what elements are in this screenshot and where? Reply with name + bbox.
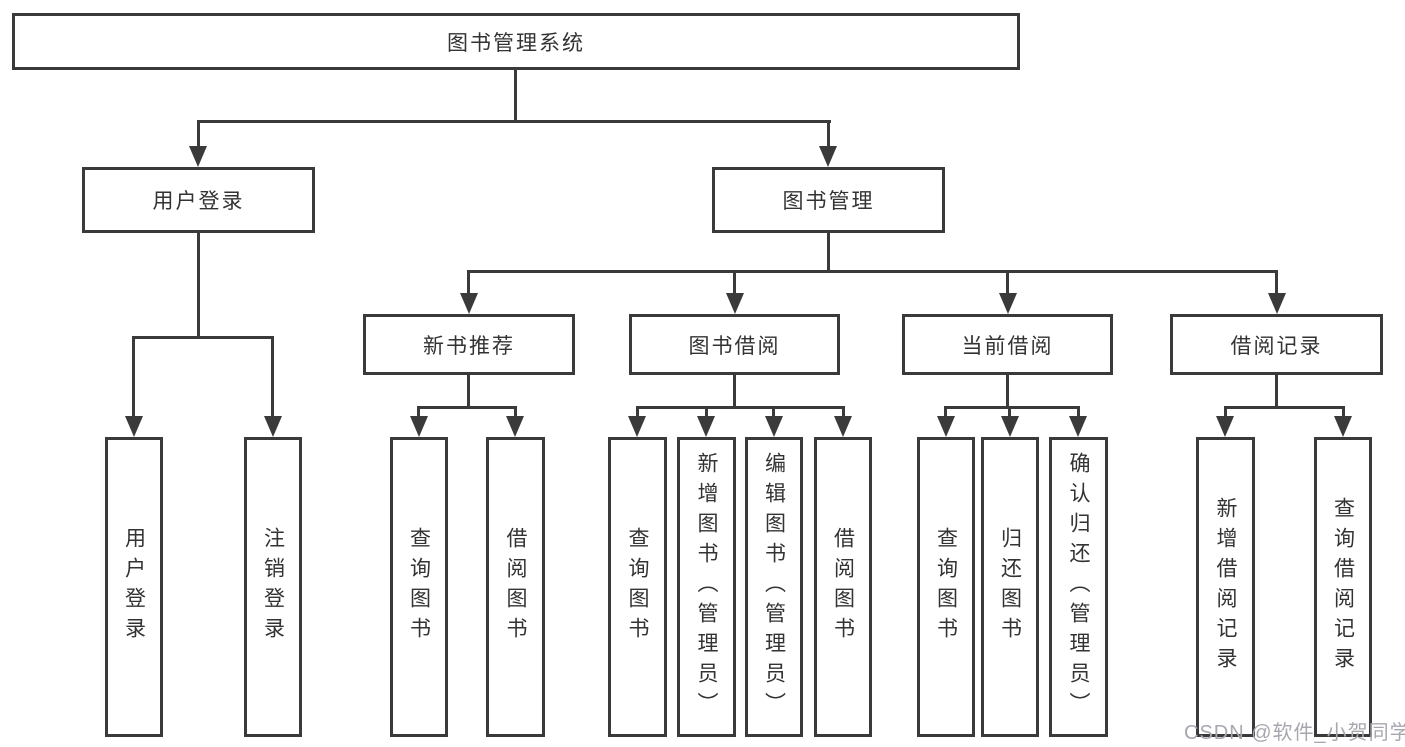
connector-drop-bb-add [705, 406, 708, 418]
connector-root-stem [514, 69, 517, 123]
arrow-to-br-add [1216, 416, 1234, 437]
node-borrowing-records-label: 借阅记录 [1230, 334, 1323, 358]
connector-drop-leaf-logout [271, 336, 274, 418]
node-book-borrowing: 图书借阅 [629, 314, 840, 375]
connector-drop-borrow-records [1275, 270, 1278, 296]
connector-drop-cb-confirm [1077, 406, 1080, 418]
leaf-newbooks-borrow-books: 借阅图书 [486, 437, 545, 737]
arrow-to-book-borrow [726, 293, 744, 314]
arrow-to-bb-edit [765, 416, 783, 437]
connector-book-borrow-distribution [636, 406, 845, 409]
node-root: 图书管理系统 [12, 13, 1020, 70]
arrow-to-borrow-records [1268, 293, 1286, 314]
connector-book-management-stem [827, 233, 830, 273]
leaf-current-return-books-label: 归还图书 [998, 527, 1022, 647]
node-borrowing-records: 借阅记录 [1170, 314, 1383, 375]
node-book-borrowing-label: 图书借阅 [688, 334, 781, 358]
leaf-current-query-books: 查询图书 [917, 437, 975, 737]
node-user-login: 用户登录 [82, 167, 315, 233]
arrow-to-leaf-login [125, 416, 143, 437]
connector-drop-bb-query [636, 406, 639, 418]
connector-drop-nb-borrow [514, 406, 517, 418]
arrow-to-bb-borrow [834, 416, 852, 437]
connector-current-borrow-stem [1006, 375, 1009, 409]
connector-drop-cb-query [944, 406, 947, 418]
leaf-newbooks-borrow-books-label: 借阅图书 [504, 527, 528, 647]
node-book-management: 图书管理 [712, 167, 945, 233]
arrow-to-cb-return [1001, 416, 1019, 437]
arrow-to-user-login [189, 146, 207, 167]
connector-borrow-records-stem [1275, 375, 1278, 409]
arrow-to-new-books [460, 293, 478, 314]
leaf-logout: 注销登录 [244, 437, 302, 737]
arrow-to-br-query [1334, 416, 1352, 437]
connector-root-distribution [197, 120, 831, 123]
leaf-borrow-borrow-books: 借阅图书 [814, 437, 872, 737]
leaf-current-confirm-return-admin-label: 确认归还（管理员） [1067, 452, 1091, 722]
leaf-borrow-edit-books-admin-label: 编辑图书（管理员） [762, 452, 786, 722]
connector-drop-leaf-login [132, 336, 135, 418]
leaf-current-query-books-label: 查询图书 [934, 527, 958, 647]
connector-drop-book-management [827, 120, 830, 149]
leaf-borrow-query-books-label: 查询图书 [626, 527, 650, 647]
leaf-borrow-borrow-books-label: 借阅图书 [831, 527, 855, 647]
connector-borrow-records-distribution [1224, 406, 1345, 409]
csdn-watermark: CSDN @软件_小贺同学 [1184, 722, 1405, 744]
connector-drop-current-borrow [1006, 270, 1009, 296]
connector-book-borrow-stem [733, 375, 736, 409]
connector-drop-user-login [197, 120, 200, 149]
leaf-logout-label: 注销登录 [261, 527, 285, 647]
arrow-to-leaf-logout [264, 416, 282, 437]
leaf-current-return-books: 归还图书 [981, 437, 1039, 737]
connector-user-login-distribution [132, 336, 274, 339]
connector-drop-cb-return [1008, 406, 1011, 418]
node-book-management-label: 图书管理 [782, 190, 875, 213]
connector-drop-nb-query [417, 406, 420, 418]
arrow-to-current-borrow [999, 293, 1017, 314]
connector-drop-br-add [1224, 406, 1227, 418]
node-current-borrowing-label: 当前借阅 [961, 334, 1054, 358]
arrow-to-nb-borrow [506, 416, 524, 437]
connector-drop-br-query [1342, 406, 1345, 418]
leaf-records-query-record-label: 查询借阅记录 [1331, 497, 1355, 677]
connector-drop-bb-borrow [842, 406, 845, 418]
leaf-newbooks-query-books: 查询图书 [390, 437, 448, 737]
node-new-book-recommendation: 新书推荐 [363, 314, 575, 375]
leaf-borrow-add-books-admin-label: 新增图书（管理员） [695, 452, 719, 722]
node-new-book-recommendation-label: 新书推荐 [423, 334, 515, 358]
leaf-user-login: 用户登录 [105, 437, 163, 737]
leaf-borrow-edit-books-admin: 编辑图书（管理员） [745, 437, 803, 737]
connector-drop-bb-edit [772, 406, 775, 418]
connector-user-login-stem [197, 233, 200, 339]
arrow-to-book-management [819, 146, 837, 167]
leaf-user-login-label: 用户登录 [122, 527, 146, 647]
leaf-borrow-query-books: 查询图书 [608, 437, 667, 737]
arrow-to-cb-query [937, 416, 955, 437]
connector-book-management-distribution [467, 270, 1277, 273]
connector-new-books-distribution [417, 406, 517, 409]
connector-drop-book-borrow [733, 270, 736, 296]
connector-new-books-stem [467, 375, 470, 409]
connector-drop-new-books [467, 270, 470, 296]
leaf-current-confirm-return-admin: 确认归还（管理员） [1049, 437, 1108, 737]
leaf-borrow-add-books-admin: 新增图书（管理员） [677, 437, 736, 737]
connector-current-borrow-distribution [944, 406, 1080, 409]
node-user-login-label: 用户登录 [152, 190, 245, 213]
leaf-records-add-record: 新增借阅记录 [1196, 437, 1255, 737]
node-current-borrowing: 当前借阅 [902, 314, 1113, 375]
arrow-to-nb-query [410, 416, 428, 437]
leaf-newbooks-query-books-label: 查询图书 [407, 527, 431, 647]
arrow-to-cb-confirm [1069, 416, 1087, 437]
leaf-records-add-record-label: 新增借阅记录 [1214, 497, 1238, 677]
node-root-label: 图书管理系统 [447, 31, 585, 55]
arrow-to-bb-query [628, 416, 646, 437]
arrow-to-bb-add [697, 416, 715, 437]
leaf-records-query-record: 查询借阅记录 [1314, 437, 1372, 737]
